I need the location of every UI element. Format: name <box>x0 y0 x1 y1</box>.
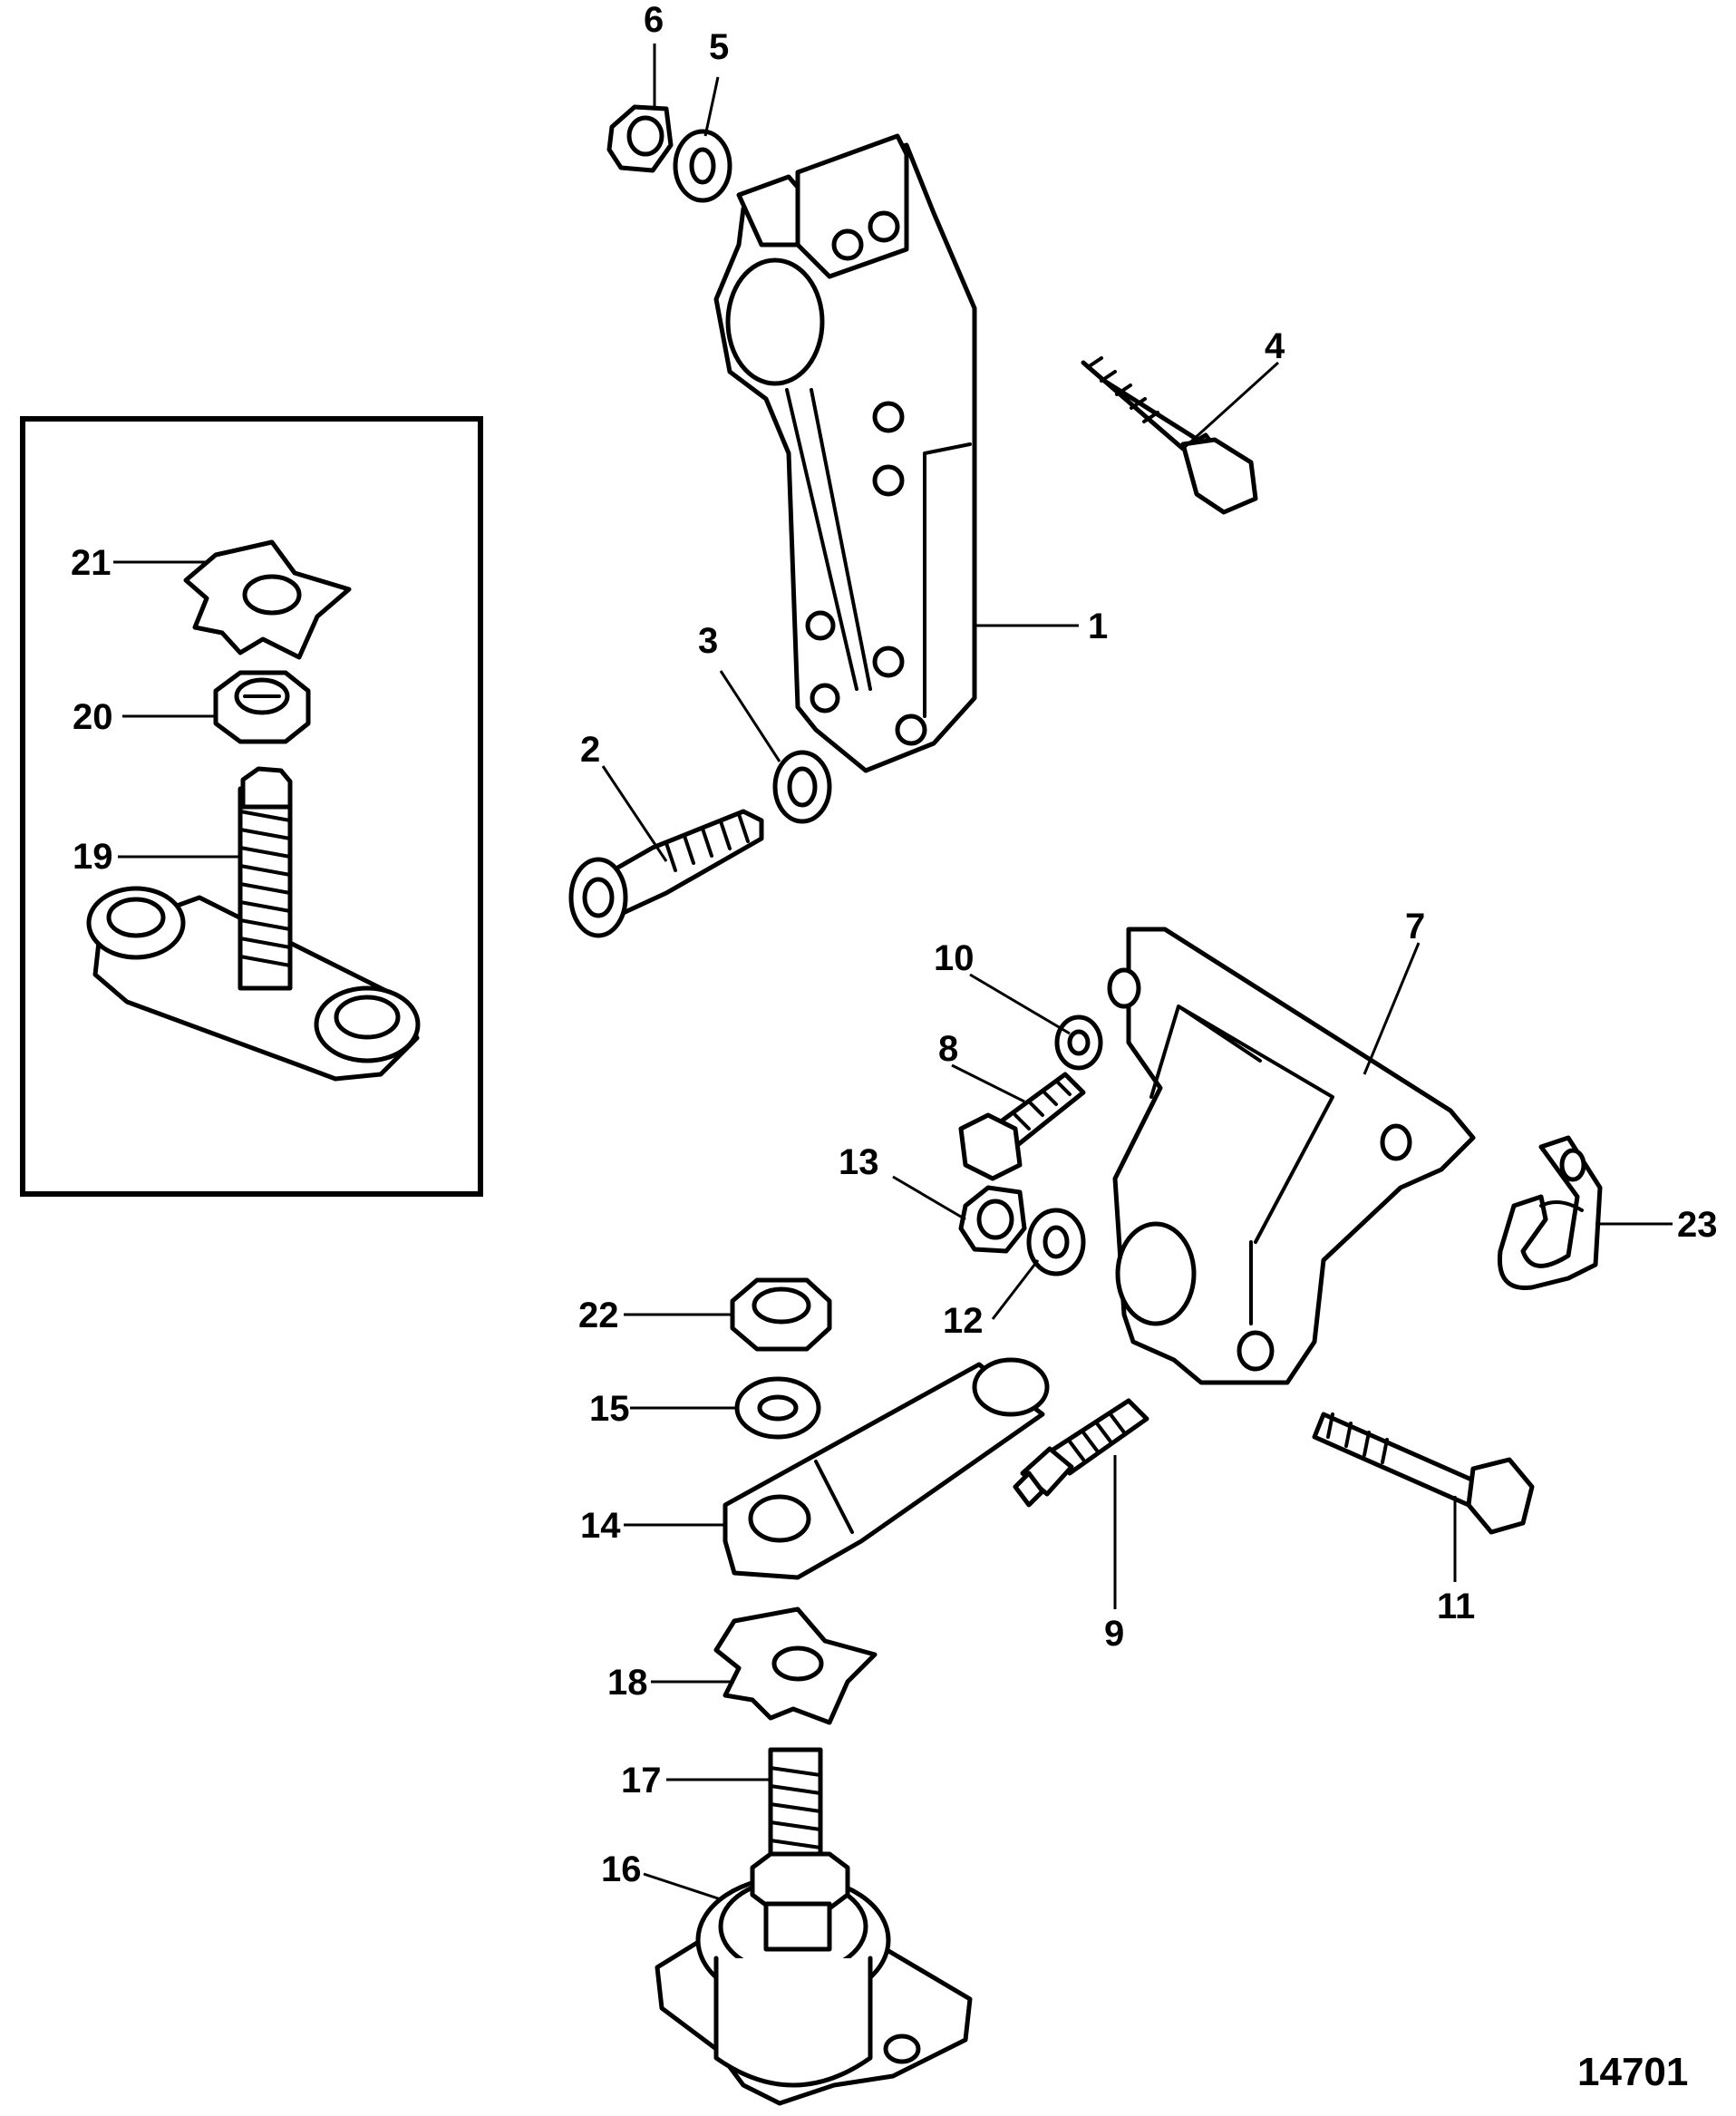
part-8-hex-bolt <box>958 1072 1086 1181</box>
callout-12: 12 <box>943 1301 984 1341</box>
part-9-stud <box>1013 1398 1149 1508</box>
part-1-bracket <box>713 133 977 773</box>
part-12-lock-washer <box>1026 1208 1086 1276</box>
part-6-hex-nut <box>606 104 674 173</box>
callout-22: 22 <box>578 1296 619 1335</box>
callout-7: 7 <box>1405 907 1425 946</box>
callout-16: 16 <box>601 1849 642 1889</box>
callout-21: 21 <box>71 543 112 583</box>
callout-1: 1 <box>1088 607 1108 646</box>
leader-lines <box>113 44 1673 1901</box>
part-13-hex-nut <box>958 1185 1027 1254</box>
callout-11: 11 <box>1437 1587 1475 1626</box>
callout-9: 9 <box>1104 1614 1124 1654</box>
callout-10: 10 <box>934 938 975 978</box>
callout-3: 3 <box>698 621 718 661</box>
callout-14: 14 <box>580 1506 621 1546</box>
callout-labels: 1 2 3 4 5 6 7 8 9 10 11 12 13 14 15 16 1… <box>71 0 1718 1889</box>
part-20-hex-nut <box>213 670 311 744</box>
part-4-hex-bolt <box>1081 356 1258 515</box>
part-18-star-clip <box>713 1606 878 1725</box>
part-21-star-clip <box>183 539 352 660</box>
part-15-lock-washer <box>734 1376 821 1440</box>
callout-2: 2 <box>580 730 600 770</box>
callout-19: 19 <box>73 837 113 877</box>
figure-number: 14701 <box>1577 2050 1688 2094</box>
part-23-cable-clamp <box>1497 1135 1603 1290</box>
callout-15: 15 <box>589 1389 630 1429</box>
part-17-stud <box>750 1747 850 1952</box>
callout-13: 13 <box>839 1142 879 1182</box>
inset-frame <box>20 416 483 1197</box>
part-10-lock-washer <box>1054 1014 1103 1071</box>
callout-8: 8 <box>938 1029 958 1069</box>
callout-4: 4 <box>1265 326 1285 366</box>
part-7-bracket <box>1107 927 1476 1385</box>
part-5-lock-washer <box>673 129 732 203</box>
part-2-cap-screw <box>568 809 764 938</box>
part-14-pivot-pin <box>723 1357 1050 1580</box>
callout-5: 5 <box>709 27 729 67</box>
callout-18: 18 <box>607 1663 648 1703</box>
callout-23: 23 <box>1677 1205 1718 1245</box>
part-22-hex-nut <box>730 1277 832 1352</box>
callout-17: 17 <box>621 1761 662 1801</box>
part-11-hex-bolt <box>1312 1412 1535 1535</box>
callout-6: 6 <box>644 0 664 40</box>
part-19-link-bar-stud <box>86 766 421 1082</box>
callout-20: 20 <box>73 697 113 737</box>
part-3-lock-washer <box>772 750 832 824</box>
